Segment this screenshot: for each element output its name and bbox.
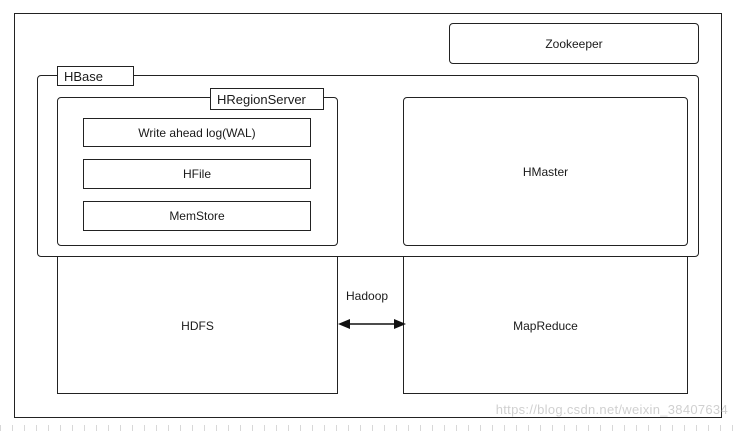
wal-label: Write ahead log(WAL) <box>138 125 256 140</box>
hfile-label: HFile <box>182 167 211 181</box>
memstore-label: MemStore <box>169 209 225 223</box>
hregionserver-label: HRegionServer <box>217 91 306 107</box>
mapreduce-box: MapReduce <box>403 246 688 394</box>
hbase-tag: HBase <box>57 66 134 86</box>
hadoop-double-arrow <box>338 319 406 329</box>
hmaster-label: HMaster <box>522 164 569 179</box>
mapreduce-label: MapReduce <box>513 319 578 333</box>
hdfs-label: HDFS <box>181 319 214 333</box>
zookeeper-label: Zookeeper <box>545 36 603 51</box>
zookeeper-box: Zookeeper <box>449 23 699 64</box>
hadoop-label: Hadoop <box>346 289 389 303</box>
hregionserver-tag: HRegionServer <box>210 88 324 110</box>
bottom-ruler-ticks <box>0 425 740 431</box>
memstore-box: MemStore <box>83 201 311 231</box>
hmaster-box: HMaster <box>403 97 688 246</box>
hbase-label: HBase <box>64 68 104 84</box>
csdn-watermark: https://blog.csdn.net/weixin_38407634 <box>495 402 728 417</box>
hfile-box: HFile <box>83 159 311 189</box>
wal-box: Write ahead log(WAL) <box>83 118 311 147</box>
hdfs-box: HDFS <box>57 246 338 394</box>
